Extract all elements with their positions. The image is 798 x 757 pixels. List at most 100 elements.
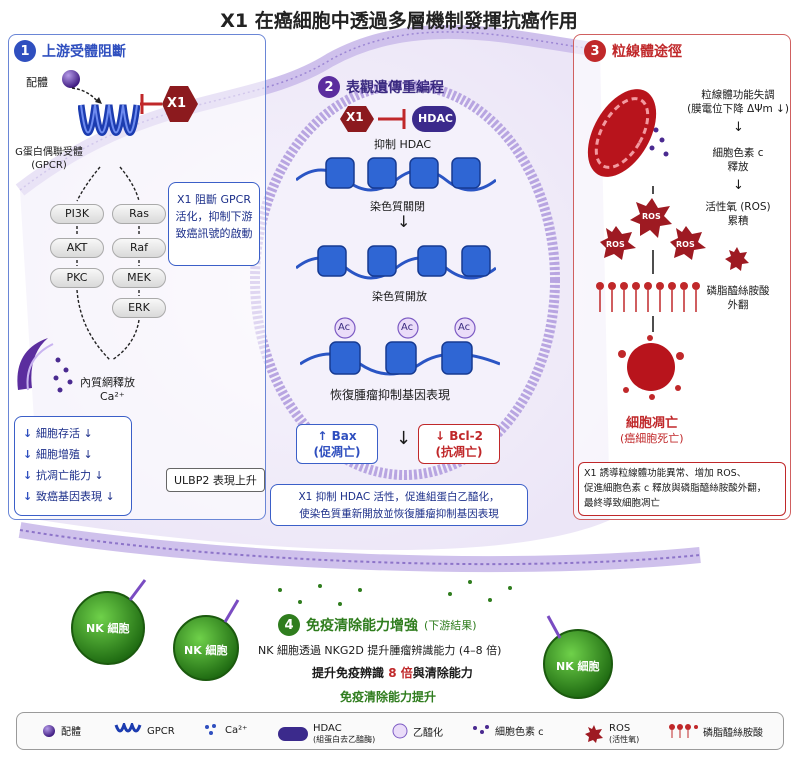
- restore-genes-label: 恢復腫瘤抑制基因表現: [330, 388, 451, 402]
- section3-note: X1 誘導粒線體功能異常、增加 ROS、 促進細胞色素 c 釋放與磷脂醯絲胺酸外…: [578, 462, 786, 516]
- mito-step-3: 活性氧 (ROS) 累積: [705, 201, 771, 227]
- nk-cell-label: NK 細胞: [556, 660, 600, 673]
- phosphatidylserine-icon: [669, 724, 698, 738]
- pathway-erk: ERK: [112, 298, 166, 318]
- ca-label: Ca²⁺: [100, 390, 125, 403]
- legend-ps: 磷脂醯絲胺酸: [668, 723, 763, 739]
- section2-number: 2: [318, 76, 340, 98]
- apoptosis-label: 細胞凋亡: [626, 416, 679, 431]
- page-title: X1 在癌細胞中透過多層機制發揮抗癌作用: [220, 10, 578, 32]
- mito-step-4: 磷脂醯絲胺酸 外翻: [706, 285, 770, 311]
- section3-title: 粒線體途徑: [612, 44, 682, 60]
- acetylated-chromatin-icon: [300, 317, 500, 376]
- chromatin-closed-icon: [296, 157, 496, 192]
- legend-gpcr: GPCR: [114, 723, 175, 739]
- down-arrow: ↓: [397, 212, 411, 231]
- section2-header: 2 表觀遺傳重編程: [318, 76, 444, 98]
- section3-number: 3: [584, 40, 606, 62]
- bax-box: ↑ Bax (促凋亡): [296, 424, 378, 464]
- gene-arrow: ↓: [396, 428, 412, 449]
- pathway-akt: AKT: [50, 238, 104, 258]
- ligand-icon: [43, 724, 55, 737]
- section4-number: 4: [278, 614, 300, 636]
- effect-item: ↓ 細胞增殖 ↓: [23, 448, 93, 461]
- ros-label: ROS: [642, 212, 661, 221]
- pathway-pkc: PKC: [50, 268, 104, 288]
- legend-ligand: 配體: [42, 723, 81, 738]
- ligand-label: 配體: [26, 76, 48, 89]
- apoptotic-cell-icon: [618, 335, 684, 400]
- ligand-path-arrow: [71, 87, 102, 104]
- gpcr-icon: [114, 723, 142, 733]
- nk-cells-icons: [71, 579, 613, 699]
- mitochondrion-icon: [587, 89, 669, 177]
- section2-title: 表觀遺傳重編程: [346, 80, 444, 96]
- x1-label-section2: X1: [346, 110, 364, 124]
- section4-title: 免疫清除能力增強: [306, 618, 418, 634]
- phosphatidylserine-icon: [596, 282, 700, 312]
- ros-label: ROS: [606, 240, 625, 249]
- nk-cell-label: NK 細胞: [184, 644, 228, 657]
- pathway-arrows: [76, 166, 140, 361]
- x1-label-section1: X1: [167, 96, 187, 111]
- pathway-ras: Ras: [112, 204, 166, 224]
- section3-header: 3 粒線體途徑: [584, 40, 682, 62]
- section1-title: 上游受體阻斷: [42, 44, 126, 60]
- bax-label: Bax: [331, 429, 357, 443]
- section4-header: 4 免疫清除能力增強 (下游結果): [278, 614, 477, 636]
- mito-step-arrow: ↓: [733, 178, 744, 193]
- er-release-label: 內質網釋放: [80, 376, 135, 389]
- ligand-icon: [62, 70, 80, 88]
- effects-box: ↓ 細胞存活 ↓ ↓ 細胞增殖 ↓ ↓ 抗凋亡能力 ↓ ↓ 致癌基因表現 ↓: [14, 416, 132, 516]
- clearance-text: 免疫清除能力提升: [340, 690, 437, 704]
- legend-ca: Ca²⁺: [204, 723, 247, 737]
- ros-icon: [585, 725, 603, 743]
- x1-hdac-inhibit: [340, 106, 456, 132]
- legend-hdac: HDAC(組蛋白去乙醯酶): [278, 723, 375, 745]
- nk-cell-label: NK 細胞: [86, 622, 130, 635]
- ac-label: Ac: [401, 322, 414, 333]
- ros-label: ROS: [676, 240, 695, 249]
- gpcr-icon: [78, 104, 140, 136]
- nk-recognition-text: NK 細胞透過 NKG2D 提升腫瘤辨識能力 (4–8 倍): [258, 644, 502, 657]
- effect-item: ↓ 致癌基因表現 ↓: [23, 490, 115, 503]
- cytochrome-c-icon: [473, 724, 489, 734]
- bax-sub: (促凋亡): [313, 445, 361, 459]
- immune-recognition-text: 提升免疫辨識 8 倍與清除能力: [312, 666, 473, 680]
- bcl2-sub: (抗凋亡): [435, 445, 483, 459]
- mito-step-2: 細胞色素 c 釋放: [712, 147, 764, 173]
- hdac-label: HDAC: [418, 112, 453, 125]
- legend-ac: 乙醯化: [392, 723, 443, 739]
- effect-item: ↓ 抗凋亡能力 ↓: [23, 469, 104, 482]
- legend-ros: ROS(活性氧): [584, 723, 639, 745]
- section1-note: X1 阻斷 GPCR 活化，抑制下游 致癌訊號的啟動: [168, 182, 260, 266]
- chromatin-open-label: 染色質開放: [372, 290, 427, 303]
- bcl2-box: ↓ Bcl-2 (抗凋亡): [418, 424, 500, 464]
- section2-note: X1 抑制 HDAC 活性，促進組蛋白乙醯化， 使染色質重新開放並恢復腫瘤抑制基…: [270, 484, 528, 526]
- chromatin-open-icon: [296, 245, 496, 280]
- ulbp2-label: ULBP2 表現上升: [166, 468, 265, 492]
- mito-step-arrow: ↓: [733, 120, 744, 135]
- section4-title-sub: (下游結果): [424, 619, 477, 632]
- ros-small-icon: [725, 247, 749, 271]
- section1-header: 1 上游受體阻斷: [14, 40, 126, 62]
- pathway-mek: MEK: [112, 268, 166, 288]
- calcium-icon: [205, 724, 216, 735]
- mito-step-1: 粒線體功能失調 (膜電位下降 ΔΨm ↓): [687, 89, 789, 115]
- acetylation-icon: [392, 723, 408, 739]
- gpcr-label: G蛋白偶聯受體 (GPCR): [15, 147, 83, 171]
- mito-flow-arrows: [652, 186, 654, 332]
- inhibit-hdac-label: 抑制 HDAC: [374, 138, 432, 151]
- ac-label: Ac: [338, 322, 351, 333]
- effect-item: ↓ 細胞存活 ↓: [23, 427, 93, 440]
- er-icon: [17, 338, 73, 393]
- ros-burst-icons: [600, 198, 706, 260]
- chromatin-closed-label: 染色質關閉: [370, 200, 425, 213]
- pathway-pi3k: PI3K: [50, 204, 104, 224]
- pathway-raf: Raf: [112, 238, 166, 258]
- section1-number: 1: [14, 40, 36, 62]
- legend-cytc: 細胞色素 c: [472, 723, 544, 738]
- bcl2-label: Bcl-2: [449, 429, 483, 443]
- ac-label: Ac: [458, 322, 471, 333]
- x1-inhibitor-icon: [140, 86, 198, 122]
